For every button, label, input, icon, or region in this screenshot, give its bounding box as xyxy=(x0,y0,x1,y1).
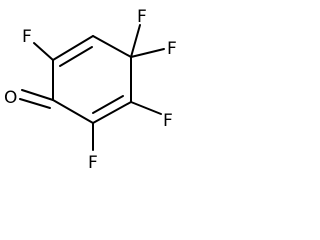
bond-c1-c2 xyxy=(52,35,94,61)
fluorine-label-c1: F xyxy=(22,27,32,47)
bond-c3-f-right xyxy=(130,48,165,58)
structure-canvas: O F F F F F xyxy=(0,0,188,180)
bond-c3-f-top xyxy=(130,24,141,58)
bond-carbonyl-a xyxy=(21,89,54,101)
bond-c5-c6 xyxy=(52,99,94,124)
tetrafluoro-cyclohexadienone-structure: O F F F F F xyxy=(4,7,177,173)
fluorine-label-c5: F xyxy=(88,153,98,173)
bond-c2-c3 xyxy=(92,35,132,58)
bond-carbonyl-b xyxy=(19,98,51,109)
fluorine-label-c3-right: F xyxy=(167,39,177,59)
bond-c4-c5 xyxy=(92,101,132,124)
oxygen-label: O xyxy=(4,88,17,108)
fluorine-label-c3-top: F xyxy=(137,7,147,27)
bond-c4-c5-inner xyxy=(92,95,124,114)
fluorine-label-c4: F xyxy=(163,111,173,131)
bond-c1-c2-inner xyxy=(59,46,93,67)
bond-c1-f xyxy=(33,42,54,61)
bond-c4-f xyxy=(130,101,162,115)
